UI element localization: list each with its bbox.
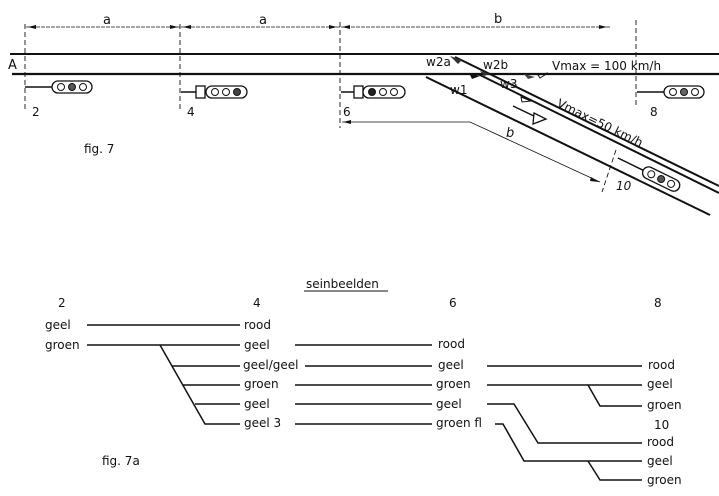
arrow-head (590, 177, 599, 182)
branch-rail-upper (454, 56, 719, 187)
arrow-head (170, 25, 178, 29)
track-label: A (8, 58, 17, 73)
aspect-4-5: geel 3 (244, 416, 281, 430)
fig7-caption: fig. 7 (84, 142, 114, 156)
lamp-lit-icon (657, 175, 666, 184)
arrow-stem (512, 105, 537, 118)
aspect-6-1: geel (438, 358, 464, 372)
lamp-icon (390, 88, 398, 96)
dimension-b-label: b (494, 12, 502, 27)
aspect-8-0: rood (648, 358, 675, 372)
connectors-6-to-8-10 (487, 365, 642, 481)
aspect-6-3: geel (436, 397, 462, 411)
branch-rail-lower (425, 76, 711, 216)
aspect-4-3: groen (244, 377, 279, 391)
signal-label-8: 8 (650, 105, 658, 119)
reference-line-10 (601, 149, 617, 193)
lamp-lit-icon (680, 88, 688, 96)
switch-label-w3: w3 (500, 77, 517, 91)
speed-branch-label: Vmax=50 km/h (555, 96, 645, 150)
aspect-2-0: geel (45, 318, 71, 332)
speed-main-label: Vmax = 100 km/h (552, 59, 661, 73)
direction-arrow-branch (520, 96, 532, 103)
aspect-10-2: groen (647, 473, 682, 487)
signal-label-4: 4 (187, 105, 195, 119)
signal-2 (25, 80, 93, 94)
switch-label-w2a: w2a (426, 55, 451, 69)
aspect-10-0: rood (647, 435, 674, 449)
dimension-line-diagonal (342, 121, 601, 183)
aspect-6-4: groen fl (436, 416, 482, 430)
dimension-b-diagonal-label: b (506, 126, 514, 141)
dimension-a1-label: a (103, 13, 111, 28)
switch-w2a-mark (450, 56, 462, 64)
lamp-icon (669, 88, 677, 96)
switch-label-w1: w1 (450, 83, 467, 97)
aspect-2-1: groen (45, 338, 80, 352)
triangle-marker-icon (532, 111, 548, 125)
connectors-2-to-4 (87, 324, 240, 425)
aspect-6-2: groen (436, 377, 471, 391)
arrow-head (28, 25, 36, 29)
signal-10 (617, 157, 681, 192)
fig7-track-plan: a a b A w2a w2b w1 w3 Vmax = 100 km/h Vm… (8, 12, 719, 216)
switch-w1-mark (469, 73, 480, 79)
arrow-head (343, 120, 351, 124)
fig7a-signal-aspects: seinbeelden 2 4 6 8 geel groen rood geel… (45, 277, 682, 487)
lamp-icon (79, 83, 87, 91)
arrow-head (342, 25, 350, 29)
lamp-lit-icon (368, 88, 376, 96)
arrow-head (329, 25, 337, 29)
switch-w3-mark (524, 74, 535, 79)
fig7a-caption: fig. 7a (102, 454, 140, 468)
aspect-4-1: geel (244, 338, 270, 352)
column-header-4: 4 (253, 296, 261, 310)
column-header-10: 10 (654, 418, 669, 432)
signal-label-6: 6 (343, 105, 351, 119)
arrow-head (183, 25, 191, 29)
aspect-4-4: geel (244, 397, 270, 411)
lamp-icon (667, 179, 676, 188)
aspects-title: seinbeelden (306, 277, 379, 291)
switch-w2b-mark (480, 71, 490, 76)
signal-4 (181, 85, 248, 99)
lamp-icon (379, 88, 387, 96)
aspect-4-0: rood (244, 318, 271, 332)
signal-label-2: 2 (32, 105, 40, 119)
branch-rail-mid (477, 73, 719, 194)
lamp-icon (691, 88, 699, 96)
lamp-lit-icon (233, 88, 241, 96)
column-header-8: 8 (654, 296, 662, 310)
column-header-6: 6 (449, 296, 457, 310)
aspect-8-1: geel (647, 377, 673, 391)
direction-arrow-main (537, 72, 549, 79)
connectors-4-to-6 (295, 344, 432, 425)
lamp-icon (222, 88, 230, 96)
column-header-2: 2 (58, 296, 66, 310)
arrow-head (599, 25, 607, 29)
lamp-icon (647, 170, 656, 179)
aspect-6-0: rood (438, 337, 465, 351)
signal-6 (341, 85, 406, 99)
switch-label-w2b: w2b (483, 58, 508, 72)
lamp-lit-icon (68, 83, 76, 91)
aspect-10-1: geel (647, 454, 673, 468)
lamp-icon (57, 83, 65, 91)
aspect-4-2: geel/geel (243, 358, 298, 372)
dimension-a2-label: a (259, 13, 267, 28)
signal-label-10: 10 (616, 179, 632, 193)
aspect-8-2: groen (647, 398, 682, 412)
lamp-icon (211, 88, 219, 96)
signal-8 (637, 85, 705, 99)
